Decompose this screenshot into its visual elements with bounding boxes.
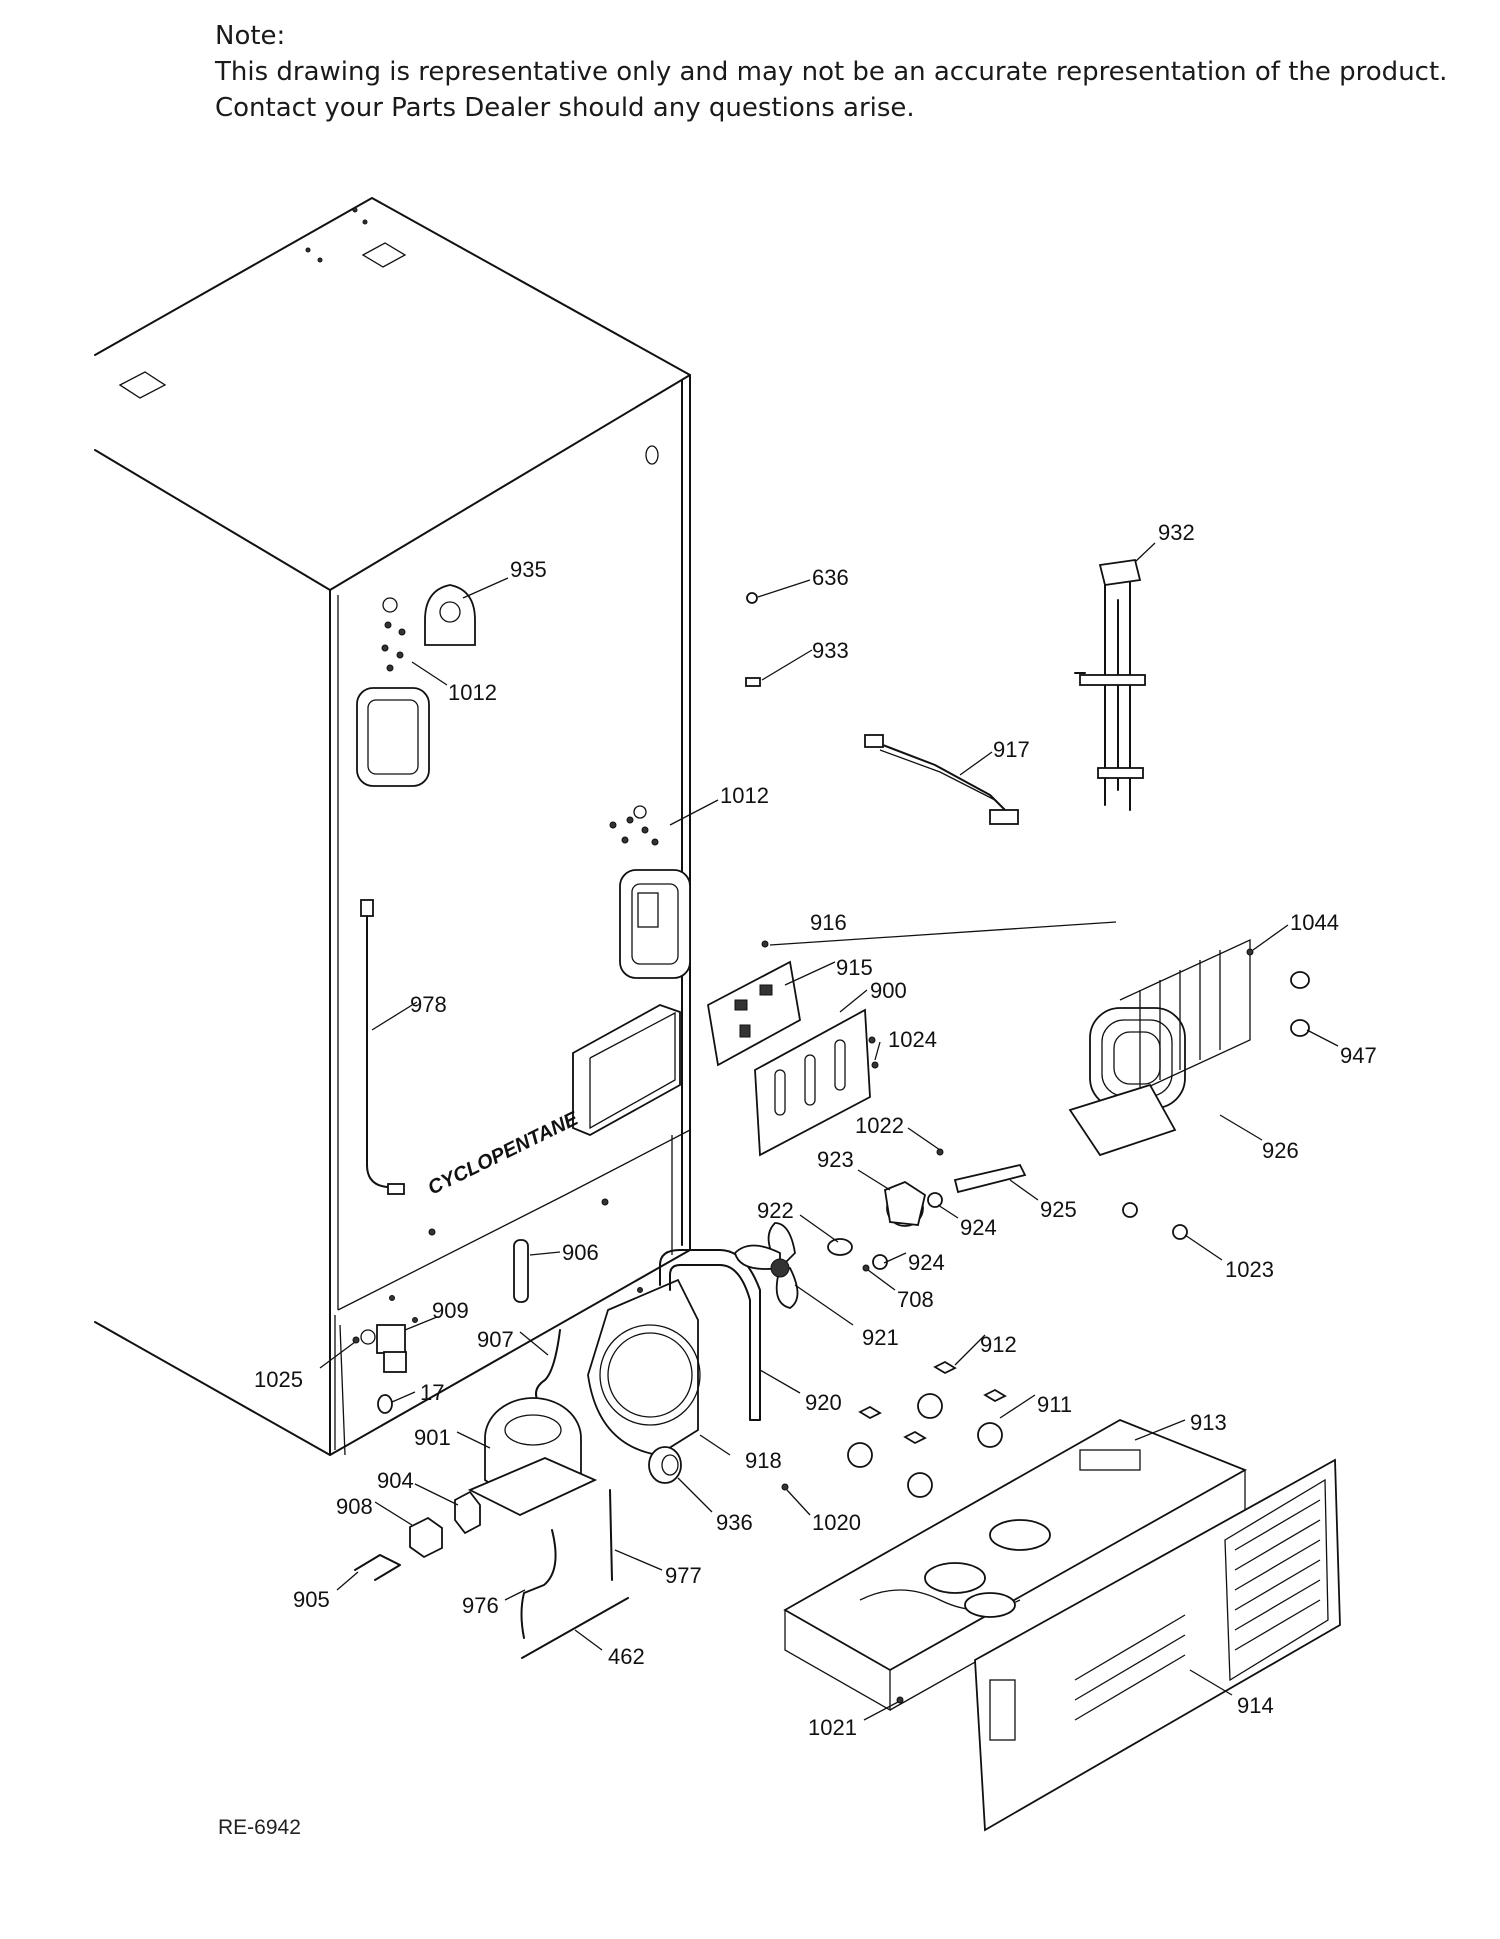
callout-1022: 1022 (855, 1113, 904, 1138)
part-916-screw (761, 940, 769, 948)
part-915-board (707, 960, 801, 1067)
callout-462: 462 (608, 1644, 645, 1669)
callout-926: 926 (1262, 1138, 1299, 1163)
callout-17: 17 (420, 1380, 444, 1405)
callout-925: 925 (1040, 1197, 1077, 1222)
callout-909: 909 (432, 1298, 469, 1323)
callout-913: 913 (1190, 1410, 1227, 1435)
callout-911: 911 (1037, 1392, 1072, 1417)
part-708-screw (862, 1264, 870, 1272)
callout-916: 916 (810, 910, 847, 935)
callout-978: 978 (410, 992, 447, 1017)
callout-935: 935 (510, 557, 547, 582)
callout-976: 976 (462, 1593, 499, 1618)
part-926-evaporator (1068, 938, 1251, 1157)
part-924-bushings (872, 1192, 943, 1270)
part-936-damper (648, 1446, 682, 1484)
part-978-tube (360, 899, 405, 1195)
part-918-fan-shroud (587, 1278, 701, 1456)
part-947-grommets (1290, 971, 1310, 1037)
callout-1021: 1021 (808, 1715, 857, 1740)
callout-1023: 1023 (1225, 1257, 1274, 1282)
part-912-washers (858, 1360, 1007, 1445)
callout-915: 915 (836, 955, 873, 980)
part-921-fan-blade (734, 1222, 799, 1309)
callout-904: 904 (377, 1468, 414, 1493)
part-636-clip (746, 592, 758, 604)
callout-901: 901 (414, 1425, 451, 1450)
callout-900: 900 (870, 978, 907, 1003)
part-1021-screw (896, 1696, 904, 1704)
part-908-relay (409, 1516, 443, 1559)
callout-636: 636 (812, 565, 849, 590)
part-1022-screw (936, 1148, 944, 1156)
callout-708: 708 (897, 1287, 934, 1312)
callout-1044: 1044 (1290, 910, 1339, 935)
callout-labels: 935 1012 636 933 932 917 1012 916 915 90… (254, 520, 1377, 1740)
note-line-2: Contact your Parts Dealer should any que… (215, 93, 915, 123)
callout-936: 936 (716, 1510, 753, 1535)
callout-912: 912 (980, 1332, 1017, 1357)
callout-923: 923 (817, 1147, 854, 1172)
part-914-grille (974, 1458, 1341, 1832)
callout-924-b: 924 (908, 1250, 945, 1275)
part-17-grommet (377, 1394, 393, 1414)
callout-905: 905 (293, 1587, 330, 1612)
part-462-line (521, 1597, 629, 1659)
part-913-base-pan (783, 1419, 1248, 1712)
callout-1024: 1024 (888, 1027, 937, 1052)
part-920-tube (659, 1249, 761, 1421)
callout-907: 907 (477, 1327, 514, 1352)
part-1025-screw (352, 1336, 360, 1344)
part-923-motor (884, 1180, 927, 1227)
part-906-drier (513, 1239, 529, 1303)
part-905-clip (354, 1554, 401, 1581)
note-heading: Note: (215, 21, 286, 51)
part-901-compressor (467, 1397, 598, 1516)
part-933-clip (745, 677, 761, 687)
callout-932: 932 (1158, 520, 1195, 545)
cabinet-label: CYCLOPENTANE (425, 1108, 583, 1200)
part-911-mounts (847, 1393, 1003, 1498)
part-1020-screw (781, 1483, 789, 1491)
leader-lines (319, 542, 1339, 1721)
callout-920: 920 (805, 1390, 842, 1415)
drawing-id: RE-6942 (218, 1816, 301, 1839)
part-925-bracket (953, 1163, 1027, 1194)
callout-906: 906 (562, 1240, 599, 1265)
callout-977: 977 (665, 1563, 702, 1588)
part-935-bracket (424, 584, 476, 646)
callout-924: 924 (960, 1215, 997, 1240)
callout-933: 933 (812, 638, 849, 663)
part-1023-fitting (1122, 1202, 1188, 1240)
part-922-thermostat (827, 1238, 853, 1256)
callout-1012-b: 1012 (720, 783, 769, 808)
part-976-tube (520, 1529, 557, 1639)
callout-947: 947 (1340, 1043, 1377, 1068)
callout-921: 921 (862, 1325, 899, 1350)
part-1044-screw (1246, 948, 1254, 956)
note-line-1: This drawing is representative only and … (215, 57, 1448, 87)
cabinet: CYCLOPENTANE (94, 197, 691, 1456)
part-1024-screws (868, 1036, 879, 1069)
callout-1020: 1020 (812, 1510, 861, 1535)
part-900-plate (754, 1008, 871, 1157)
callout-917: 917 (993, 737, 1030, 762)
callout-918: 918 (745, 1448, 782, 1473)
callout-914: 914 (1237, 1693, 1274, 1718)
callout-908: 908 (336, 1494, 373, 1519)
part-932-heater (1074, 558, 1146, 811)
part-907-tube (535, 1329, 561, 1406)
part-977-tube (609, 1489, 613, 1581)
callout-1025: 1025 (254, 1367, 303, 1392)
callout-922: 922 (757, 1198, 794, 1223)
part-904-overload (454, 1490, 481, 1535)
part-917-harness (864, 734, 1019, 825)
note-block: Note: This drawing is representative onl… (215, 18, 1447, 126)
part-909-valve (360, 1324, 407, 1373)
callout-1012: 1012 (448, 680, 497, 705)
